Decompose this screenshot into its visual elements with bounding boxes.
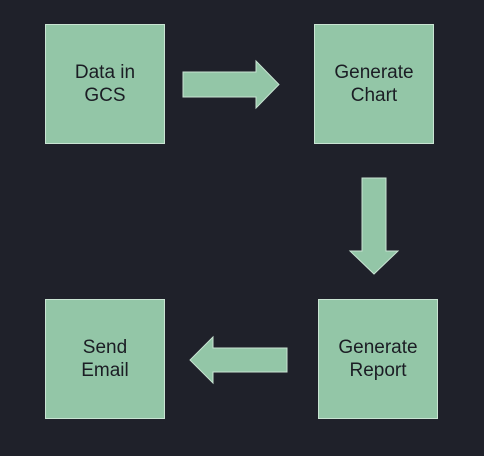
node-data-in-gcs: Data in GCS [45, 24, 165, 144]
arrow-report-to-email [189, 335, 288, 385]
node-generate-report: Generate Report [318, 299, 438, 419]
arrow-data-to-chart [182, 59, 280, 110]
node-label-generate-chart: Generate Chart [334, 62, 414, 106]
node-label-send-email: Send Email [81, 337, 129, 381]
node-label-generate-report: Generate Report [338, 337, 418, 381]
arrow-chart-to-report [348, 177, 400, 275]
node-send-email: Send Email [45, 299, 165, 419]
node-label-data-in-gcs: Data in GCS [74, 62, 136, 106]
node-generate-chart: Generate Chart [314, 24, 434, 144]
